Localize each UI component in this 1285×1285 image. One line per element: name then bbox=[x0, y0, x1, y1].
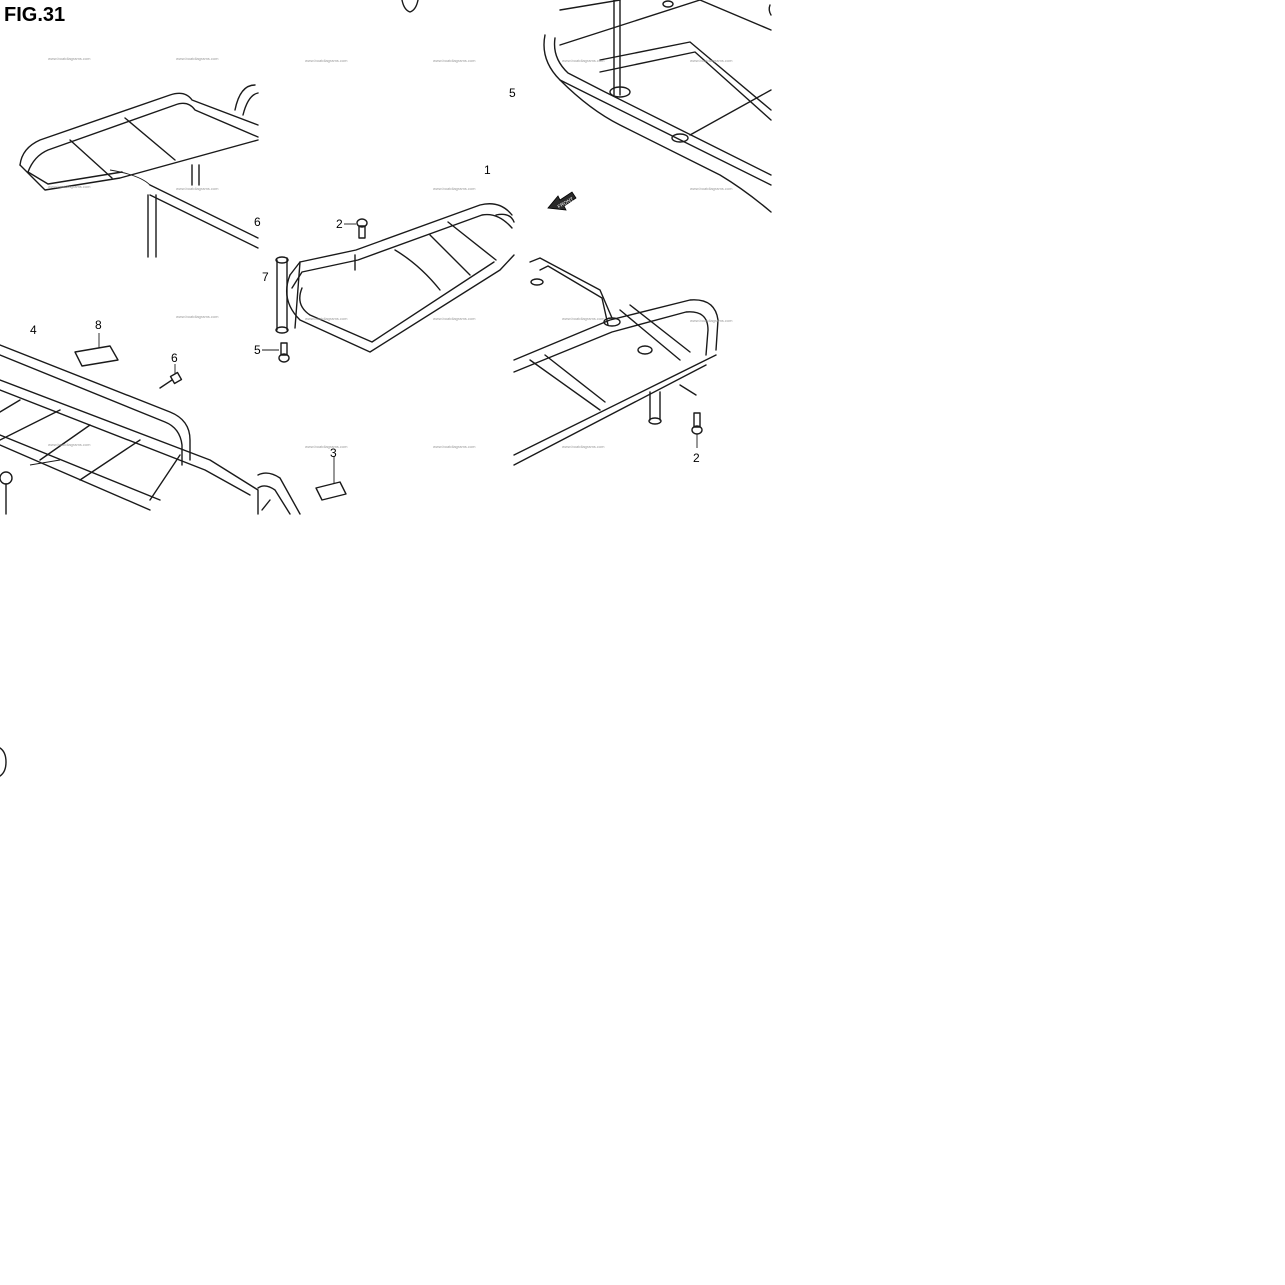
watermark-text: www.boatdiagrams.com bbox=[562, 444, 605, 449]
watermark-text: www.boatdiagrams.com bbox=[305, 58, 348, 63]
watermark-text: www.boatdiagrams.com bbox=[433, 58, 476, 63]
watermark-text: www.boatdiagrams.com bbox=[433, 186, 476, 191]
watermark-text: www.boatdiagrams.com bbox=[690, 58, 733, 63]
watermark-text: www.boatdiagrams.com bbox=[690, 186, 733, 191]
carrier-view-bottom-left bbox=[0, 344, 259, 515]
callout-4: 4 bbox=[30, 323, 37, 337]
watermark-text: www.boatdiagrams.com bbox=[48, 56, 91, 61]
callout-8: 8 bbox=[95, 318, 102, 332]
callout-2-top: 2 bbox=[336, 217, 343, 231]
bolt-6 bbox=[159, 364, 183, 389]
watermark-text: www.boatdiagrams.com bbox=[176, 186, 219, 191]
watermark-text: www.boatdiagrams.com bbox=[562, 58, 605, 63]
carrier-view-top-right bbox=[543, 0, 772, 213]
watermarks: www.boatdiagrams.com www.boatdiagrams.co… bbox=[48, 56, 733, 449]
carrier-view-top-left bbox=[19, 84, 259, 258]
bolt-2-bottom bbox=[691, 412, 703, 448]
watermark-text: www.boatdiagrams.com bbox=[562, 316, 605, 321]
callout-3: 3 bbox=[330, 446, 337, 460]
watermark-text: www.boatdiagrams.com bbox=[690, 318, 733, 323]
watermark-text: www.boatdiagrams.com bbox=[433, 444, 476, 449]
figure-title: FIG.31 bbox=[4, 4, 66, 26]
reflector-pad-8 bbox=[74, 333, 119, 367]
callout-7: 7 bbox=[262, 270, 269, 284]
watermark-text: www.boatdiagrams.com bbox=[433, 316, 476, 321]
watermark-text: www.boatdiagrams.com bbox=[176, 314, 219, 319]
carrier-view-bottom-right bbox=[513, 257, 719, 466]
reflector-pad-3 bbox=[315, 456, 347, 501]
callout-6-bottom: 6 bbox=[171, 351, 178, 365]
callout-5-top: 5 bbox=[509, 86, 516, 100]
watermark-text: www.boatdiagrams.com bbox=[305, 316, 348, 321]
callout-5-left: 5 bbox=[254, 343, 261, 357]
partial-circle bbox=[0, 747, 7, 777]
carrier-view-bottom-center bbox=[257, 472, 301, 515]
front-direction-arrow: FRONT bbox=[547, 191, 577, 211]
callout-6-top: 6 bbox=[254, 215, 261, 229]
watermark-text: www.boatdiagrams.com bbox=[48, 184, 91, 189]
bolt-5 bbox=[262, 342, 290, 363]
carrier-view-top-center bbox=[275, 0, 515, 353]
callout-1: 1 bbox=[484, 163, 491, 177]
callout-2-bottom: 2 bbox=[693, 451, 700, 465]
watermark-text: www.boatdiagrams.com bbox=[48, 442, 91, 447]
watermark-text: www.boatdiagrams.com bbox=[305, 444, 348, 449]
watermark-text: www.boatdiagrams.com bbox=[176, 56, 219, 61]
bolt-2-top bbox=[344, 218, 368, 239]
